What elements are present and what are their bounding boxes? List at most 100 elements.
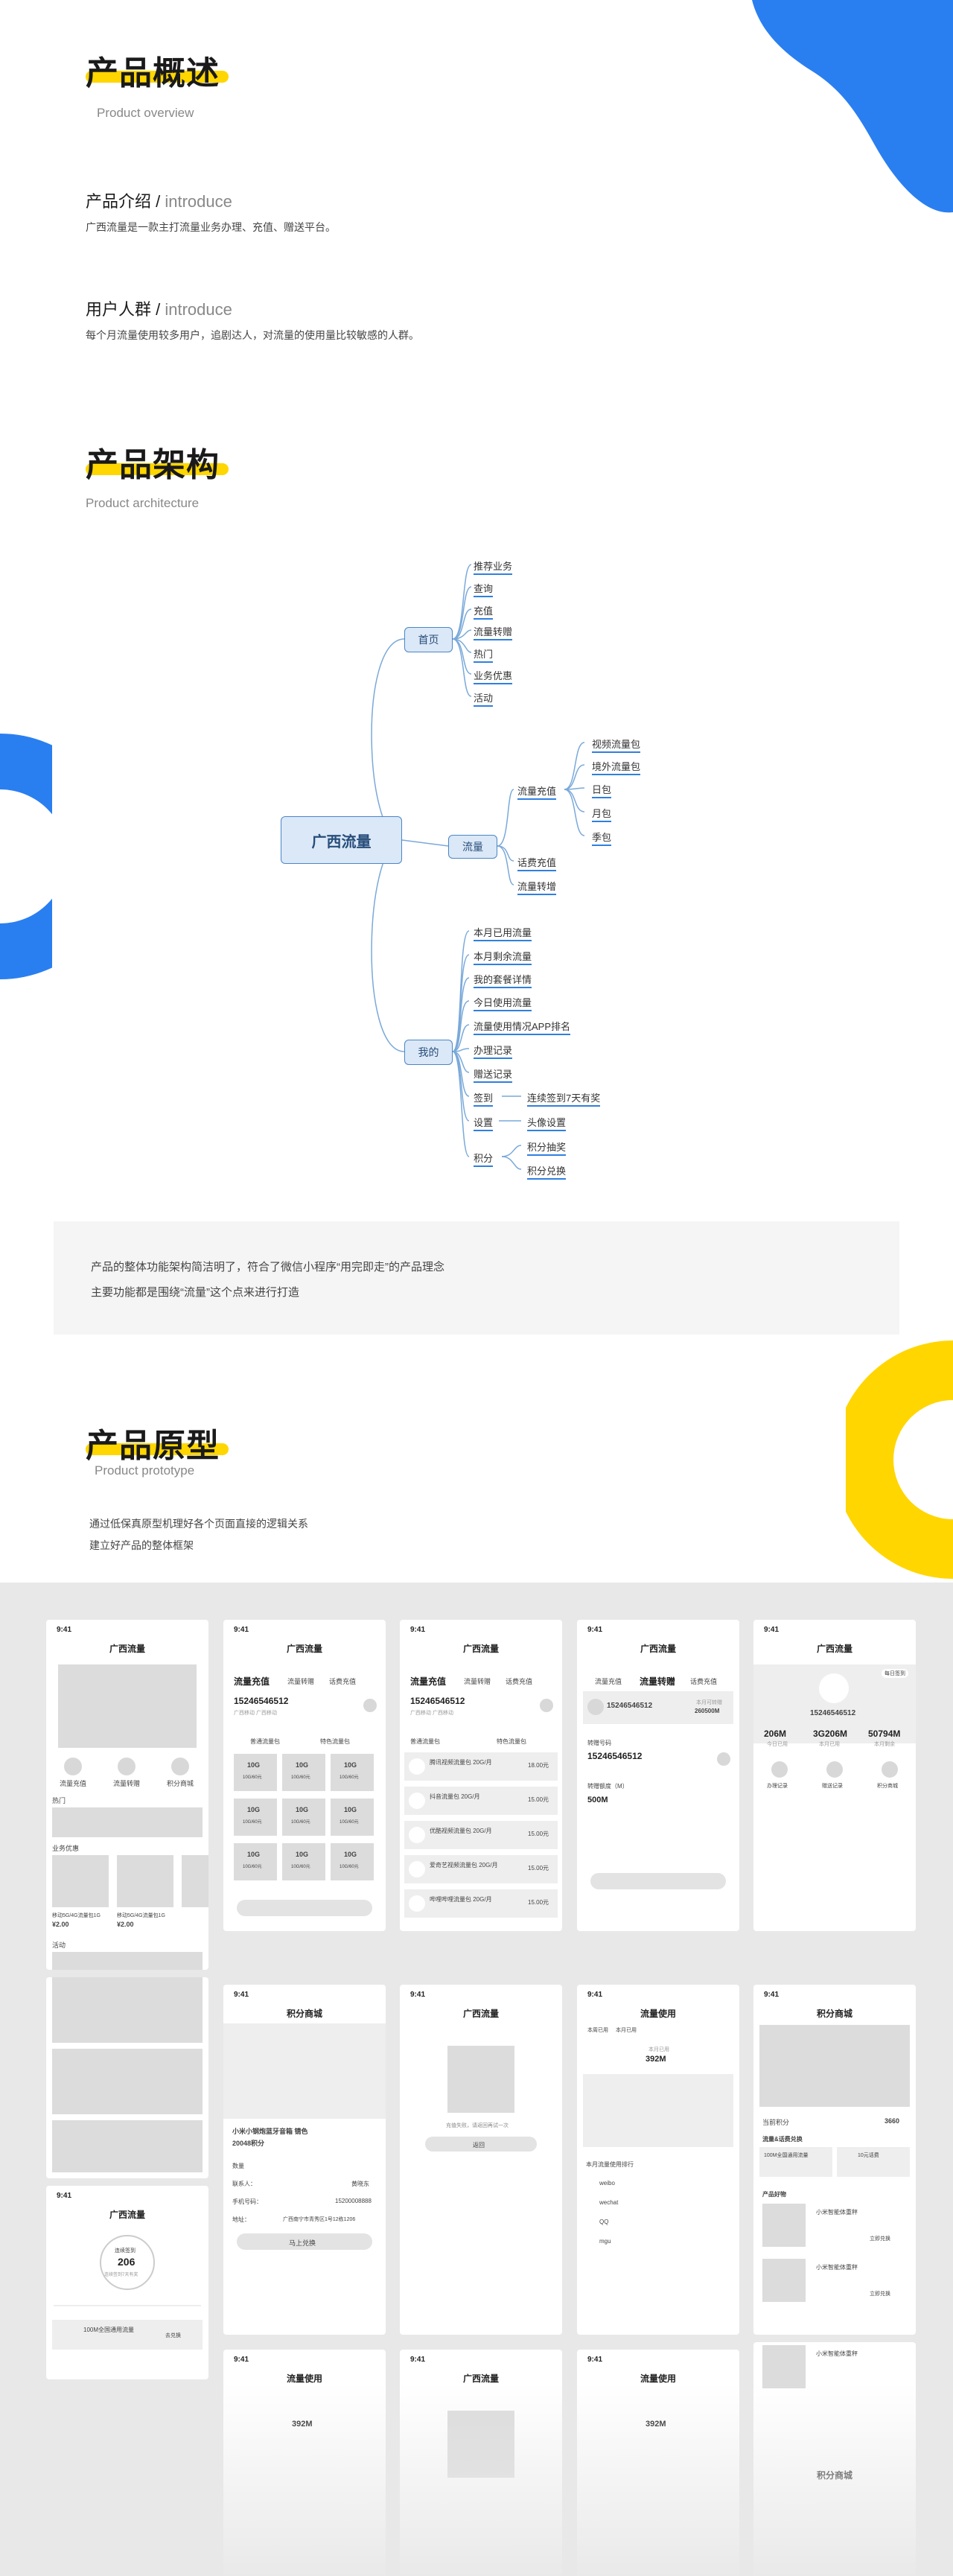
screen-recharge: 9:41 广西流量 流量充值 流量转赠 话费充值 15246546512 广西移… — [223, 1620, 386, 1931]
tab-bill[interactable]: 话费充值 — [329, 1678, 357, 1685]
activity-banner[interactable] — [52, 1952, 203, 1970]
address-value[interactable]: 广西南宁市青秀区1号12栋1206 — [283, 2217, 356, 2222]
mall-icon[interactable] — [882, 1761, 898, 1778]
exchange-card[interactable] — [759, 2147, 832, 2177]
tab-transfer[interactable]: 流量转赠 — [287, 1678, 315, 1685]
promo-button[interactable]: 去兑换 — [165, 2333, 181, 2338]
days-sub: 连续签到7天有奖 — [104, 2273, 138, 2277]
phone-number[interactable]: 15246546512 — [234, 1696, 289, 1706]
goods-button[interactable]: 立即兑换 — [870, 2292, 890, 2297]
goods-button[interactable]: 立即兑换 — [870, 2236, 890, 2242]
package-size: 10G — [296, 1851, 309, 1858]
screen-title: 流量使用 — [640, 2009, 676, 2019]
mm-recharge-item: 月包 — [592, 806, 612, 822]
offer-card[interactable] — [52, 1855, 109, 1907]
record-icon[interactable] — [771, 1761, 788, 1778]
tab-transfer[interactable]: 流量转赠 — [640, 1676, 676, 1687]
offer-card[interactable] — [117, 1855, 173, 1907]
amount-label: 转赠额度（M） — [587, 1783, 628, 1790]
mm-points-child: 积分抽奖 — [527, 1139, 567, 1156]
phone-number[interactable]: 15246546512 — [410, 1696, 465, 1706]
avatar[interactable] — [819, 1673, 849, 1703]
mm-home-item: 查询 — [474, 581, 494, 597]
activity-banner[interactable] — [52, 1977, 203, 2043]
package-tile[interactable]: 10G 10G/60元 — [282, 1843, 325, 1880]
subtab[interactable]: 特色流量包 — [497, 1738, 526, 1745]
icon-label: 赠送记录 — [822, 1784, 843, 1789]
tab-bill[interactable]: 话费充值 — [690, 1678, 718, 1685]
package-size: 10G — [247, 1761, 261, 1769]
mindmap-traffic: 流量 — [448, 835, 497, 859]
tab-recharge[interactable]: 流量充值 — [595, 1678, 622, 1685]
mindmap-connectors — [371, 564, 585, 1170]
screen-title: 流量使用 — [640, 2373, 676, 2384]
contacts-icon[interactable] — [363, 1699, 377, 1712]
mall-icon[interactable] — [171, 1758, 189, 1775]
mm-recharge-item: 日包 — [592, 782, 612, 798]
offer-card[interactable] — [182, 1855, 208, 1907]
package-price: 10G/60元 — [243, 1865, 262, 1869]
pay-button[interactable] — [237, 1900, 372, 1916]
subtab[interactable]: 普通流量包 — [410, 1738, 440, 1745]
mm-settings-child: 头像设置 — [527, 1115, 567, 1131]
tab-month[interactable]: 本月已用 — [616, 2028, 637, 2033]
mm-mine-item: 签到 — [474, 1090, 494, 1107]
subtab[interactable]: 特色流量包 — [320, 1738, 350, 1745]
recharge-icon[interactable] — [64, 1758, 82, 1775]
mm-mine-item: 流量使用情况APP排名 — [474, 1019, 571, 1035]
mall-banner[interactable] — [759, 2025, 910, 2107]
activity-banner[interactable] — [52, 2120, 203, 2172]
amount-input[interactable]: 500M — [587, 1796, 608, 1804]
tab-recharge[interactable]: 流量充值 — [410, 1676, 447, 1687]
offer-price: ¥2.00 — [117, 1921, 134, 1928]
package-price: 10G/60元 — [291, 1865, 310, 1869]
mm-home-item: 热门 — [474, 646, 494, 663]
gift-icon[interactable] — [826, 1761, 843, 1778]
screen-title: 广西流量 — [462, 2373, 499, 2384]
promo-card[interactable] — [52, 2320, 203, 2350]
contacts-icon[interactable] — [717, 1752, 730, 1766]
contact-value[interactable]: 黄晓东 — [351, 2181, 369, 2187]
tab-transfer[interactable]: 流量转赠 — [464, 1678, 491, 1685]
activity-banner[interactable] — [52, 2049, 203, 2114]
transfer-icon[interactable] — [118, 1758, 136, 1775]
mm-home-item: 流量转赠 — [474, 624, 513, 640]
stat-label: 本月剩余 — [874, 1742, 895, 1747]
mm-recharge-item: 季包 — [592, 830, 612, 846]
transfer-button[interactable] — [590, 1873, 726, 1889]
signin-ring[interactable] — [100, 2235, 155, 2290]
redeem-button[interactable] — [237, 2233, 372, 2250]
back-button[interactable] — [425, 2137, 537, 2152]
contacts-icon[interactable] — [540, 1699, 553, 1712]
tab-bill[interactable]: 话费充值 — [506, 1678, 533, 1685]
section-label: 流量&话费兑换 — [762, 2136, 803, 2143]
screen-title: 广西流量 — [816, 1644, 852, 1654]
signin-badge[interactable]: 每日签到 — [882, 1669, 908, 1678]
address-label: 地址： — [232, 2216, 250, 2223]
icon-label: 积分商城 — [167, 1780, 194, 1787]
receiver-input[interactable]: 15246546512 — [587, 1751, 643, 1761]
tab-recharge[interactable]: 流量充值 — [234, 1676, 270, 1687]
phone-number: 15246546512 — [810, 1709, 856, 1717]
hot-banner[interactable] — [52, 1807, 203, 1837]
tab-week[interactable]: 本周已用 — [587, 2028, 608, 2033]
screen-title: 广西流量 — [109, 1644, 145, 1654]
exchange-card[interactable] — [837, 2147, 910, 2177]
phone-value[interactable]: 15200008888 — [335, 2198, 372, 2204]
goods-name: 小米智能体重秤 — [816, 2264, 858, 2271]
subtab[interactable]: 普通流量包 — [250, 1738, 280, 1745]
banner[interactable] — [58, 1664, 197, 1748]
